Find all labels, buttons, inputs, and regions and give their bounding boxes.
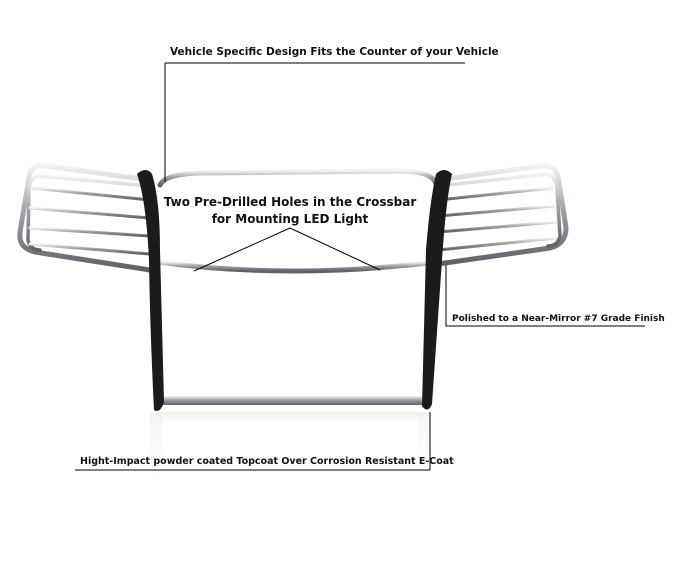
- bottom-bar: [160, 396, 428, 405]
- left-wing-guard: [17, 163, 153, 273]
- pre-drilled-holes-callout: Two Pre-Drilled Holes in the Crossbar fo…: [150, 194, 430, 228]
- crossbar: [155, 259, 439, 274]
- coating-callout: Hight-Impact powder coated Topcoat Over …: [80, 456, 454, 467]
- finish-callout: Polished to a Near-Mirror #7 Grade Finis…: [452, 314, 665, 324]
- right-wing-guard: [435, 163, 569, 267]
- right-upright: [422, 170, 452, 410]
- holes-callout-line-1: Two Pre-Drilled Holes in the Crossbar: [163, 195, 417, 209]
- holes-callout-line-2: for Mounting LED Light: [211, 212, 369, 226]
- leader-lines: [75, 62, 645, 471]
- design-callout: Vehicle Specific Design Fits the Counter…: [170, 46, 499, 58]
- center-hoop: [155, 168, 439, 274]
- floor-reflection: [150, 412, 430, 492]
- left-upright: [137, 170, 164, 411]
